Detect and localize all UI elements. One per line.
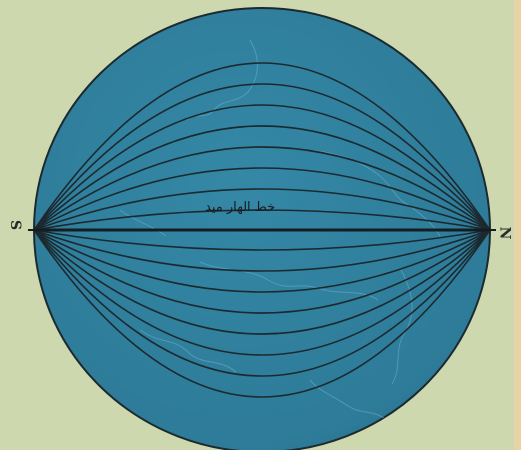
north-pole-label: N xyxy=(497,227,511,240)
right-edge-band xyxy=(514,0,521,450)
right-edge-white xyxy=(521,0,528,450)
equator-label: خط الهار مید xyxy=(205,200,275,215)
south-pole-label: S xyxy=(8,220,22,230)
